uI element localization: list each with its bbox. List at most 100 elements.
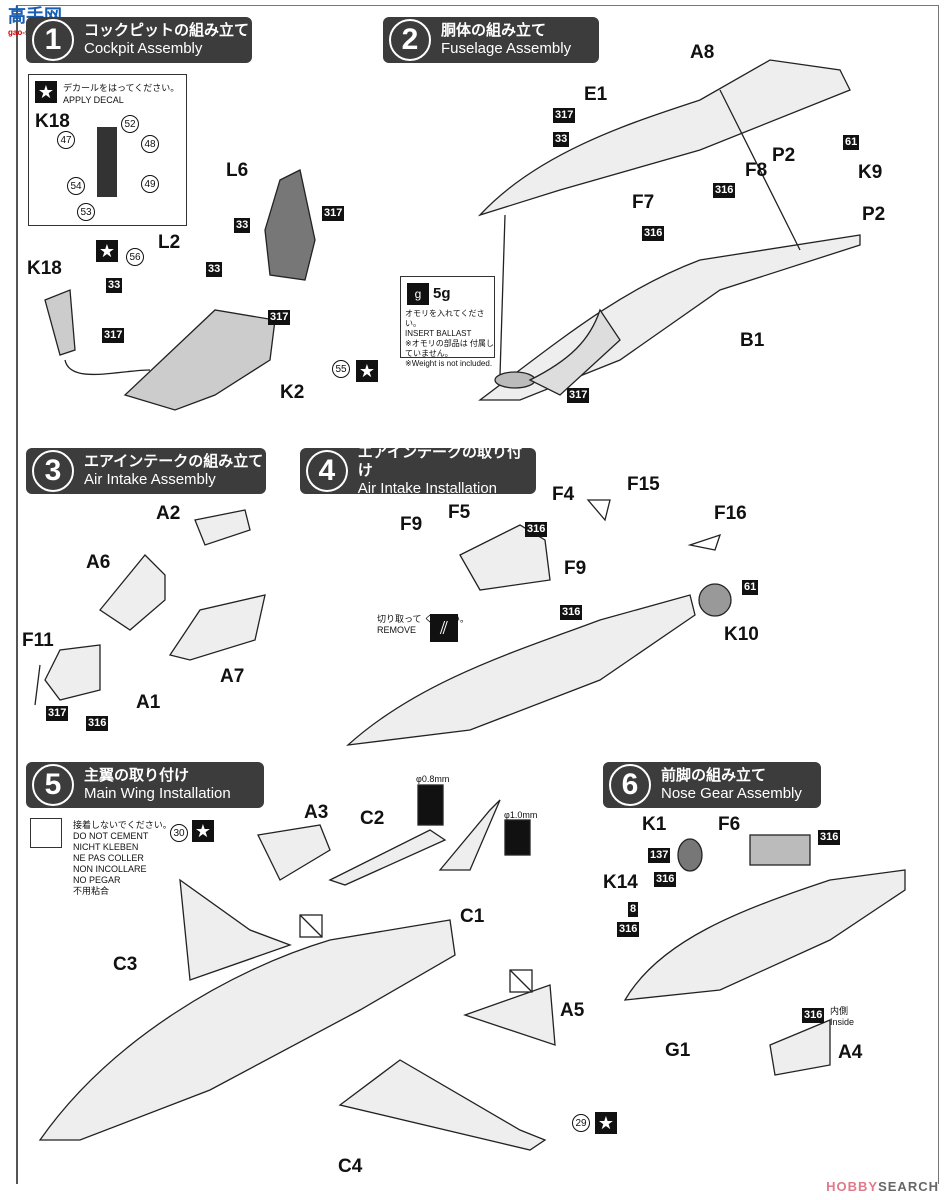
part-label: B1 [740, 330, 765, 351]
decal-number: 29 [572, 1114, 590, 1132]
paint-code: 317 [322, 206, 345, 221]
paint-code: 316 [642, 226, 665, 241]
part-label: A4 [838, 1042, 863, 1063]
paint-code: 316 [713, 183, 736, 198]
step-number: 1 [32, 19, 74, 61]
no-cement-icon [30, 818, 62, 848]
decal-number: 30 [170, 824, 188, 842]
paint-code: 316 [617, 922, 640, 937]
remove-icon: ⫽ [430, 614, 458, 642]
decal-number: 53 [77, 203, 95, 221]
step-title-jp: コックピットの組み立て [84, 22, 250, 39]
decal-number: 52 [121, 115, 139, 133]
part-label: F5 [448, 502, 471, 523]
decal-star-icon: ★ [595, 1112, 617, 1134]
part-label: A7 [220, 666, 245, 687]
paint-code: 316 [86, 716, 109, 731]
part-label: A2 [156, 503, 181, 524]
instrument-panel-art [97, 127, 117, 197]
part-label: P2 [862, 204, 886, 225]
part-label: A5 [560, 1000, 585, 1021]
step-number: 5 [32, 764, 74, 806]
step-number: 3 [32, 450, 74, 492]
part-label: F9 [400, 514, 423, 535]
decal-number: 47 [57, 131, 75, 149]
part-label: F6 [718, 814, 741, 835]
part-label: F8 [745, 160, 768, 181]
step-number: 4 [306, 450, 348, 492]
paint-code: 33 [106, 278, 123, 293]
step-title-en: Air Intake Assembly [84, 471, 216, 488]
part-label: K18 [35, 111, 70, 132]
part-label: C1 [460, 906, 485, 927]
decal-note-en: APPLY DECAL [63, 95, 124, 105]
paint-code: 33 [553, 132, 570, 147]
part-label: A3 [304, 802, 329, 823]
decal-number: 49 [141, 175, 159, 193]
paint-code: 316 [818, 830, 841, 845]
step-title-jp: 胴体の組み立て [441, 22, 547, 39]
decal-number: 54 [67, 177, 85, 195]
step-number: 2 [389, 19, 431, 61]
weight-icon: g [407, 283, 429, 305]
ballast-box: g 5g オモリを入れてください。INSERT BALLAST※オモリの部品は … [400, 276, 495, 368]
decal-star-icon: ★ [192, 820, 214, 842]
part-label: E1 [584, 84, 608, 105]
part-label: A1 [136, 692, 161, 713]
ballast-weight: 5g [433, 285, 451, 302]
step-title-jp: 前脚の組み立て [661, 767, 767, 784]
paint-code: 33 [234, 218, 251, 233]
paint-code: 317 [102, 328, 125, 343]
hobbysearch-watermark: HOBBYSEARCH [826, 1179, 939, 1194]
decal-detail-box: ★ デカールをはってください。 APPLY DECAL K18 52 47 48… [28, 74, 187, 226]
part-label: L6 [226, 160, 249, 181]
part-label: C3 [113, 954, 138, 975]
part-label: C4 [338, 1156, 363, 1177]
decal-number: 56 [126, 248, 144, 266]
paint-code: 61 [843, 135, 860, 150]
paint-code: 317 [553, 108, 576, 123]
part-label: P2 [772, 145, 796, 166]
paint-code: 8 [628, 902, 639, 917]
part-label: A6 [86, 552, 111, 573]
part-label: G1 [665, 1040, 691, 1061]
paint-code: 317 [567, 388, 590, 403]
step-title-en: Cockpit Assembly [84, 40, 203, 57]
step-title-en: Main Wing Installation [84, 785, 231, 802]
part-label: K18 [27, 258, 62, 279]
paint-code: 317 [46, 706, 69, 721]
step-number: 6 [609, 764, 651, 806]
drill-size: φ0.8mm [416, 774, 450, 784]
decal-note-jp: デカールをはってください。 [63, 83, 180, 93]
decal-number: 55 [332, 360, 350, 378]
paint-code: 316 [525, 522, 548, 537]
part-label: A8 [690, 42, 715, 63]
step-title-jp: 主翼の取り付け [84, 767, 190, 784]
decal-number: 48 [141, 135, 159, 153]
part-label: K9 [858, 162, 883, 183]
part-label: F4 [552, 484, 575, 505]
part-label: F7 [632, 192, 655, 213]
decal-star-icon: ★ [356, 360, 378, 382]
part-label: K10 [724, 624, 759, 645]
paint-code: 317 [268, 310, 291, 325]
step-title-jp: エアインテークの取り付け [357, 444, 523, 479]
part-label: K2 [280, 382, 305, 403]
step-title-en: Fuselage Assembly [441, 40, 572, 57]
sheet-frame [16, 5, 939, 1184]
step-title-jp: エアインテークの組み立て [84, 453, 264, 470]
decal-star-icon: ★ [35, 81, 57, 103]
drill-size: φ1.0mm [504, 810, 538, 820]
part-label: F16 [714, 503, 747, 524]
paint-code: 137 [648, 848, 671, 863]
ballast-notes: オモリを入れてください。INSERT BALLAST※オモリの部品は 付属してい… [405, 309, 494, 368]
paint-code: 316 [654, 872, 677, 887]
